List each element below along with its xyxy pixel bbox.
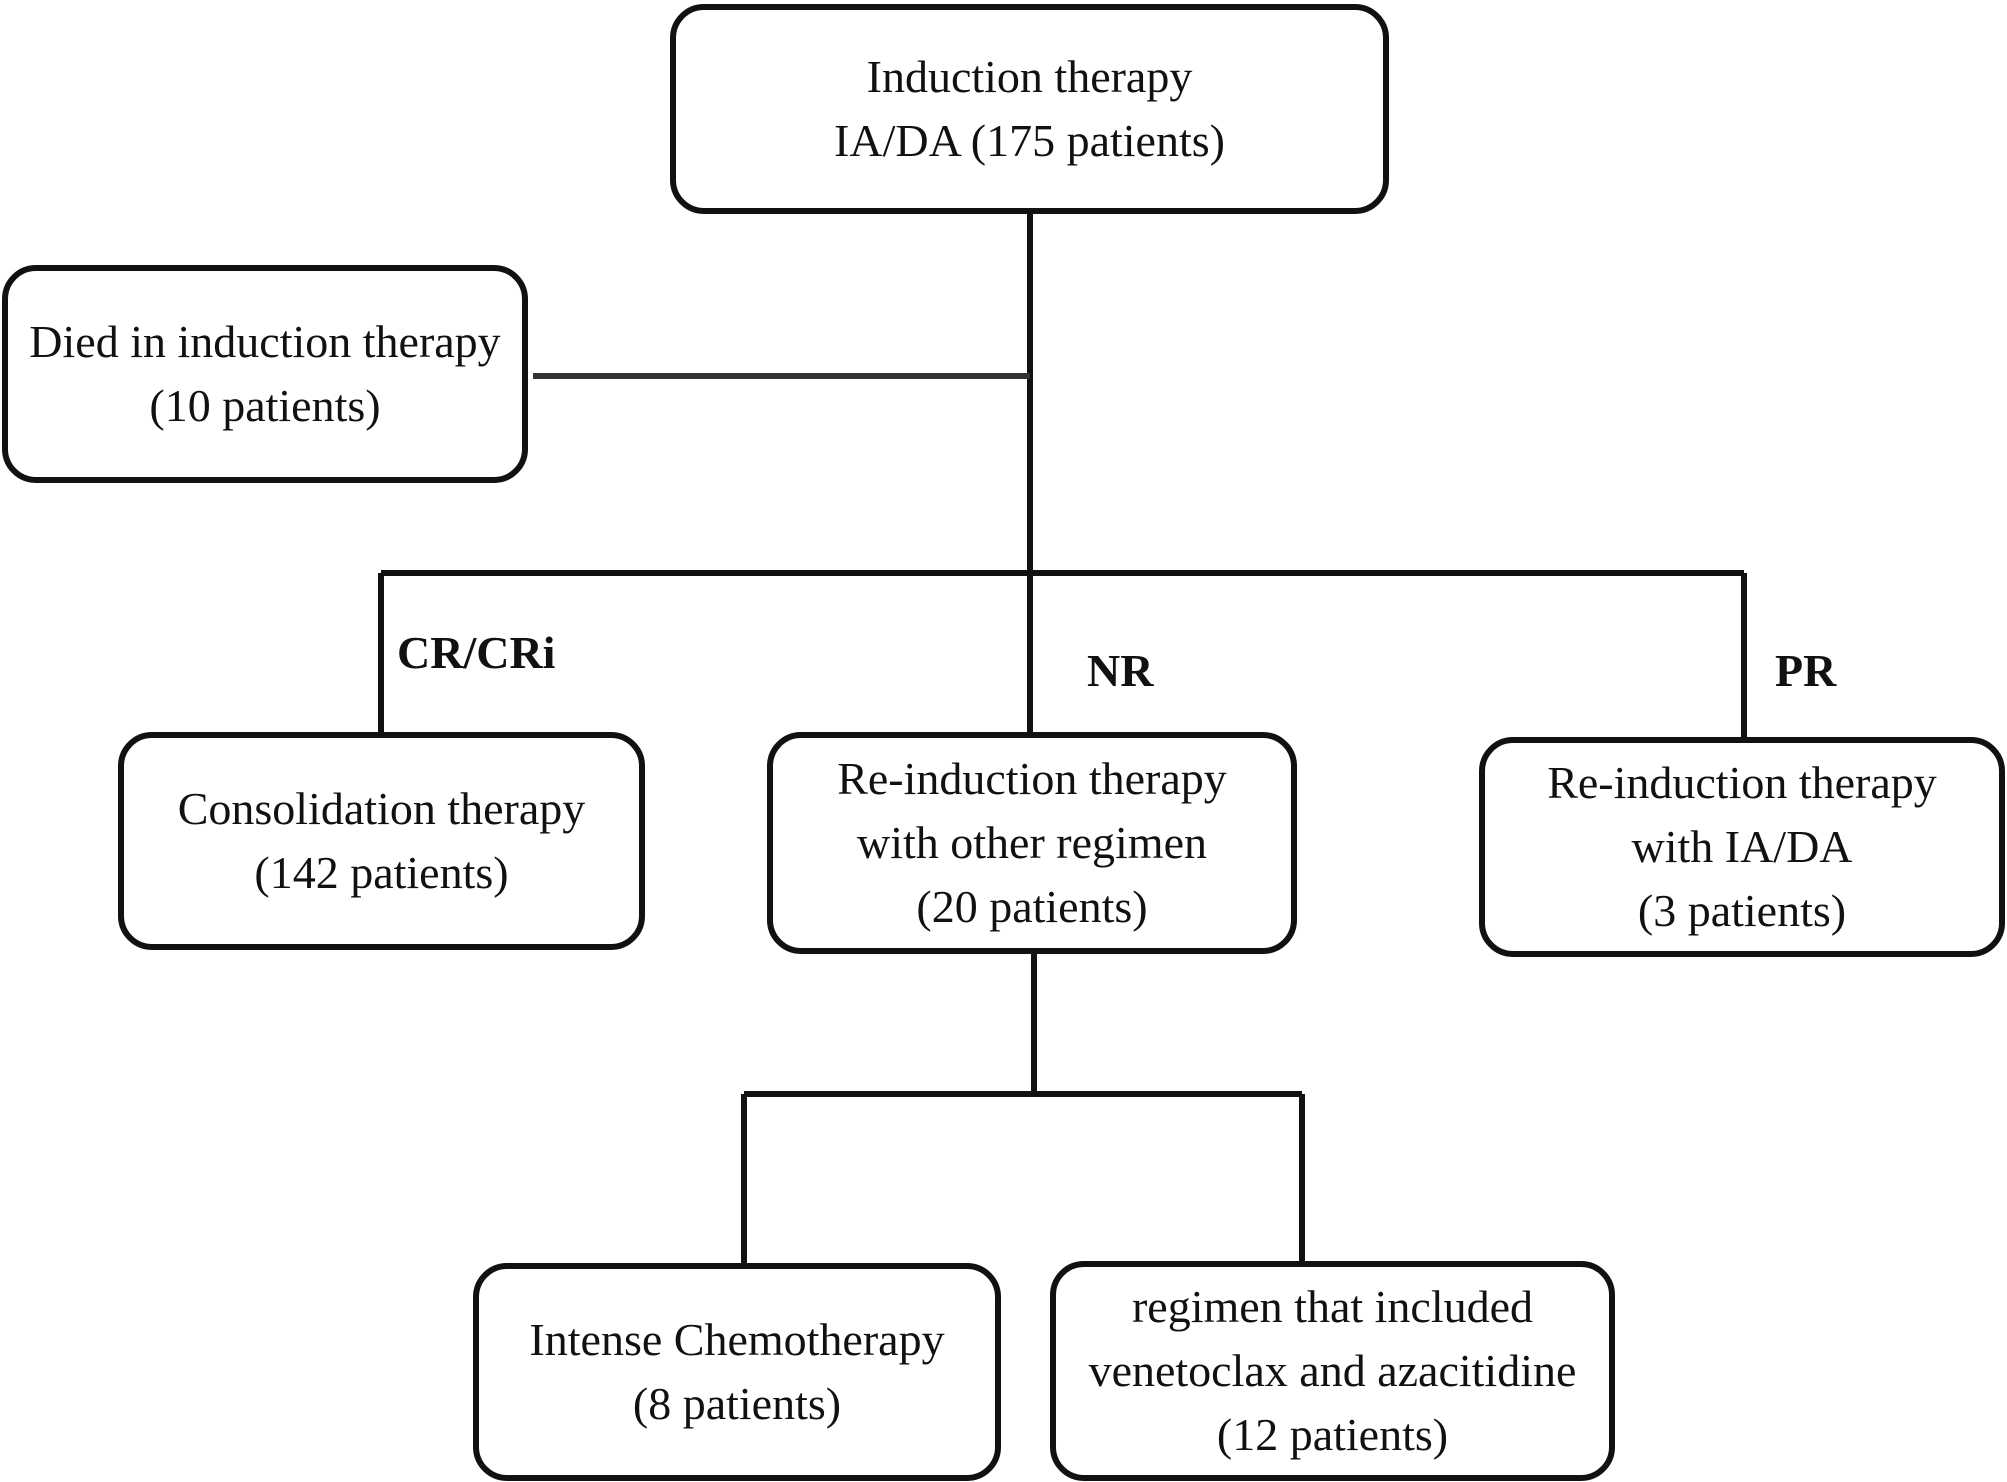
node-intense-chemotherapy: Intense Chemotherapy (8 patients)	[473, 1263, 1001, 1481]
node-reinduction-iada: Re-induction therapy with IA/DA (3 patie…	[1479, 737, 2005, 957]
node-consolidation-therapy-line1: Consolidation therapy	[177, 783, 586, 834]
branch-label-nr: NR	[1087, 645, 1154, 696]
node-induction-therapy: Induction therapy IA/DA (175 patients)	[670, 4, 1389, 214]
node-reinduction-iada-line2: with IA/DA	[1631, 821, 1853, 872]
node-venetoclax-azacitidine: regimen that included venetoclax and aza…	[1050, 1261, 1615, 1481]
node-reinduction-other-line2: with other regimen	[856, 817, 1207, 868]
node-consolidation-therapy: Consolidation therapy (142 patients)	[118, 732, 645, 950]
node-intense-chemotherapy-line2: (8 patients)	[632, 1378, 842, 1429]
node-consolidation-therapy-line2: (142 patients)	[254, 847, 509, 898]
node-died-in-induction-line1: Died in induction therapy	[29, 316, 501, 367]
node-reinduction-iada-line1: Re-induction therapy	[1547, 757, 1937, 808]
branch-label-cr-cri: CR/CRi	[397, 627, 556, 678]
node-died-in-induction: Died in induction therapy (10 patients)	[2, 265, 528, 483]
branch-label-pr: PR	[1775, 645, 1837, 696]
node-intense-chemotherapy-line1: Intense Chemotherapy	[529, 1314, 945, 1365]
node-reinduction-other-regimen: Re-induction therapy with other regimen …	[767, 732, 1297, 954]
node-venetoclax-azacitidine-line1: regimen that included	[1131, 1281, 1534, 1332]
node-induction-therapy-line2: IA/DA (175 patients)	[834, 115, 1225, 166]
node-venetoclax-azacitidine-line3: (12 patients)	[1216, 1409, 1449, 1460]
node-induction-therapy-line1: Induction therapy	[866, 51, 1193, 102]
node-venetoclax-azacitidine-line2: venetoclax and azacitidine	[1088, 1345, 1577, 1396]
node-reinduction-other-line3: (20 patients)	[916, 881, 1148, 932]
node-reinduction-iada-line3: (3 patients)	[1637, 885, 1847, 936]
node-died-in-induction-line2: (10 patients)	[149, 380, 381, 431]
node-reinduction-other-line1: Re-induction therapy	[837, 753, 1227, 804]
